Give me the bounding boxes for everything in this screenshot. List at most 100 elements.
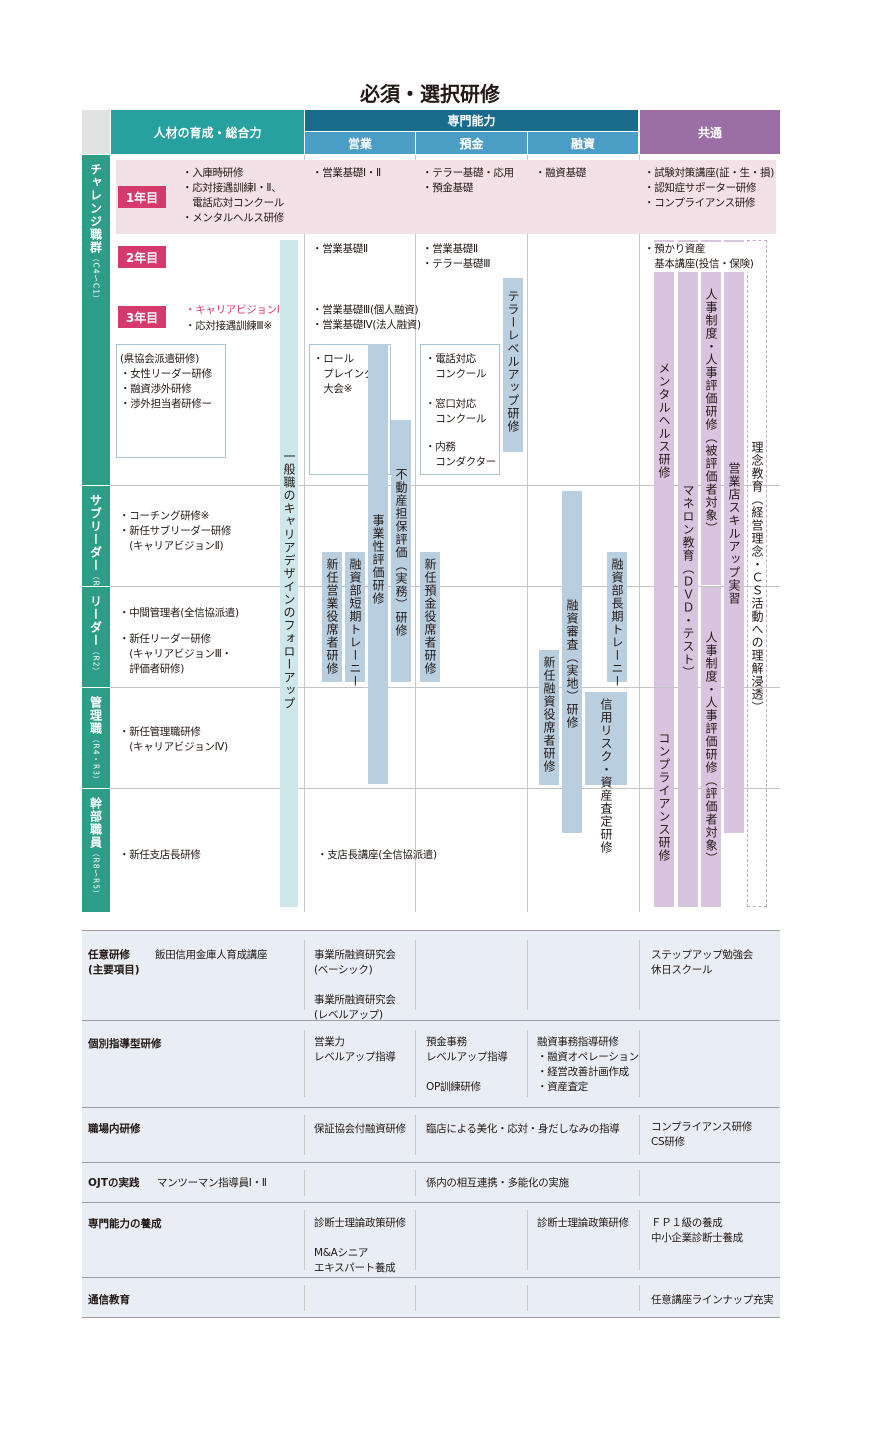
header-dev: 人材の育成・総合力 (111, 110, 304, 154)
bottom-col-sep (639, 940, 640, 1010)
bottom-r5-sales: 診断士理論政策研修 M&Aシニア エキスパート養成 (314, 1217, 406, 1274)
badge-year1: 1年目 (118, 186, 166, 208)
level-manager: 管理職（R4・R3） (82, 688, 110, 788)
year1-band (116, 160, 776, 234)
header-specialty: 専門能力 (305, 110, 638, 131)
bottom-r1-dev: 飯田信用金庫人育成講座 (155, 949, 268, 961)
y1-deposit: ・テラー基礎・応用 ・預金基礎 (422, 167, 514, 194)
header-deposit: 預金 (416, 132, 527, 154)
bottom-col-sep (304, 1285, 305, 1311)
bottom-r5-label: 専門能力の養成 (88, 1218, 162, 1230)
bottom-r3-deposit: 臨店による美化・応対・身だしなみの指導 (426, 1123, 620, 1135)
bottom-sep (82, 1020, 780, 1021)
bottom-sep (82, 1317, 780, 1318)
bar-sales-new: 新任営業役席者研修 (322, 552, 342, 682)
bottom-r4-dev: マンツーマン指導員Ⅰ・Ⅱ (157, 1177, 267, 1189)
y1-sales: ・営業基礎Ⅰ・Ⅱ (312, 167, 381, 179)
level-supleader: サブリーダー（R1） (82, 486, 110, 601)
bottom-r3-label: 職場内研修 (88, 1123, 141, 1135)
bottom-col-sep (415, 1170, 416, 1196)
y3-sales: ・営業基礎Ⅲ(個人融資) ・営業基礎Ⅳ(法人融資) (312, 304, 421, 331)
manager-dev: ・新任管理職研修 (キャリアビジョンⅣ) (119, 726, 228, 753)
bottom-r6-common: 任意講座ラインナップ充実 (651, 1294, 774, 1306)
page-title: 必須・選択研修 (360, 82, 500, 106)
row-sep (111, 485, 780, 486)
bottom-r2-label: 個別指導型研修 (88, 1038, 162, 1050)
bar-loan-trainee: 融資部長期トレーニー (607, 552, 627, 688)
y3-dev-pink: ・キャリアビジョンⅠ (185, 304, 280, 316)
bar-sales-eval: 事業性評価研修 (368, 344, 388, 784)
y2-common: ・預かり資産 基本講座(投信・保険) (644, 242, 754, 272)
roleplay-box-text: ・ロール プレイング 大会※ (313, 353, 375, 395)
y2-deposit: ・営業基礎Ⅱ ・テラー基礎Ⅲ (422, 243, 491, 270)
row-sep (111, 687, 780, 688)
roleplay-box (309, 344, 391, 475)
bottom-col-sep (639, 1030, 640, 1097)
bottom-col-sep (639, 1285, 640, 1311)
bottom-r3-common: コンプライアンス研修 CS研修 (651, 1121, 753, 1148)
executive-sales: ・支店長講座(全信協派遣) (317, 849, 437, 861)
leader-dev-a: ・中間管理者(全信協派遣) (119, 607, 239, 619)
bar-realestate: 不動産担保評価（実務）研修 (391, 420, 411, 682)
bottom-col-sep (415, 940, 416, 1010)
header-sales: 営業 (305, 132, 415, 154)
bottom-sep (82, 1202, 780, 1203)
bottom-r4-deposit: 係内の相互連携・多能化の実施 (426, 1177, 569, 1189)
bar-sales-trainee: 融資部短期トレーニー (345, 552, 365, 688)
bar-compliance: コンプライアンス研修 (654, 688, 674, 907)
bar-credit: 信用リスク・資産査定研修 (585, 692, 627, 854)
bar-hr-b: 人事制度・人事評価研修（評価者対象） (701, 587, 721, 907)
bottom-col-sep (639, 1170, 640, 1196)
badge-year2: 2年目 (118, 246, 166, 268)
challenge-box (116, 344, 226, 458)
bar-mental: メンタルヘルス研修 (654, 240, 674, 687)
bar-branch: 営業店スキルアップ実習 (724, 240, 744, 833)
deposit-box-c: ・内務 コンダクター (425, 441, 496, 468)
bar-philosophy: 理念教育（経営理念・ＣＳ活動への理解浸透） (747, 240, 767, 907)
leader-dev-b: ・新任リーダー研修 (キャリアビジョンⅢ・ 評価者研修) (119, 633, 232, 675)
bar-deposit-new: 新任預金役席者研修 (420, 552, 440, 682)
supleader-dev: ・コーチング研修※ ・新任サブリーダー研修 (キャリアビジョンⅡ) (119, 510, 232, 552)
bottom-r6-label: 通信教育 (88, 1294, 130, 1306)
challenge-box-text: (県協会派遣研修) ・女性リーダー研修 ・融資渉外研修 ・渉外担当者研修ー (120, 353, 212, 410)
deposit-box-b: ・窓口対応 コンクール (425, 398, 487, 425)
col-sep (639, 155, 640, 912)
level-executive: 幹部職員（R8〜R5） (82, 789, 110, 912)
y1-loan: ・融資基礎 (535, 167, 586, 179)
header-common: 共通 (640, 110, 780, 154)
bottom-col-sep (527, 940, 528, 1010)
bottom-sep (82, 1162, 780, 1163)
col-sep (415, 155, 416, 912)
deposit-box-a: ・電話対応 コンクール (425, 353, 487, 380)
header-loan: 融資 (528, 132, 638, 154)
bottom-col-sep (304, 1210, 305, 1270)
bar-loan-new: 新任融資役席者研修 (539, 650, 559, 785)
bottom-sep (82, 1107, 780, 1108)
row-sep (111, 788, 780, 789)
bottom-r1-label: 任意研修 (主要項目) (88, 949, 140, 976)
bar-manelon: マネロン教育（ＤＶＤ・テスト） (678, 240, 698, 907)
bottom-col-sep (304, 940, 305, 1010)
bottom-section (82, 930, 780, 1318)
bottom-col-sep (415, 1115, 416, 1155)
y1-dev: ・入庫時研修 ・応対接遇訓練Ⅰ・Ⅱ、 電話応対コンクール ・メンタルヘルス研修 (182, 167, 284, 224)
bottom-col-sep (304, 1115, 305, 1155)
executive-dev: ・新任支店長研修 (119, 849, 201, 861)
bottom-col-sep (304, 1030, 305, 1097)
bar-loan-exam: 融資審査（実地）研修 (562, 491, 582, 833)
bottom-r1-sales: 事業所融資研究会 (ベーシック) 事業所融資研究会 (レベルアップ) (314, 949, 396, 1021)
bottom-col-sep (415, 1030, 416, 1097)
bottom-r3-sales: 保証協会付融資研修 (314, 1123, 406, 1135)
bottom-sep (82, 930, 780, 931)
bar-career: 一般職のキャリアデザインのフォローアップ (280, 240, 298, 907)
bottom-col-sep (639, 1210, 640, 1270)
bottom-r5-loan: 診断士理論政策研修 (537, 1217, 629, 1229)
badge-year3: 3年目 (118, 306, 166, 328)
y2-sales: ・営業基礎Ⅱ (312, 243, 368, 255)
bottom-col-sep (304, 1170, 305, 1196)
bottom-sep (82, 1277, 780, 1278)
level-challenge: チャレンジ職群（C4〜C1） (82, 155, 110, 485)
bottom-r2-sales: 営業力 レベルアップ指導 (314, 1036, 396, 1063)
bar-teller: テラーレベルアップ研修 (503, 278, 523, 452)
bottom-r2-loan: 融資事務指導研修 ・融資オペレーション ・経営改善計画作成 ・資産査定 (537, 1036, 639, 1093)
